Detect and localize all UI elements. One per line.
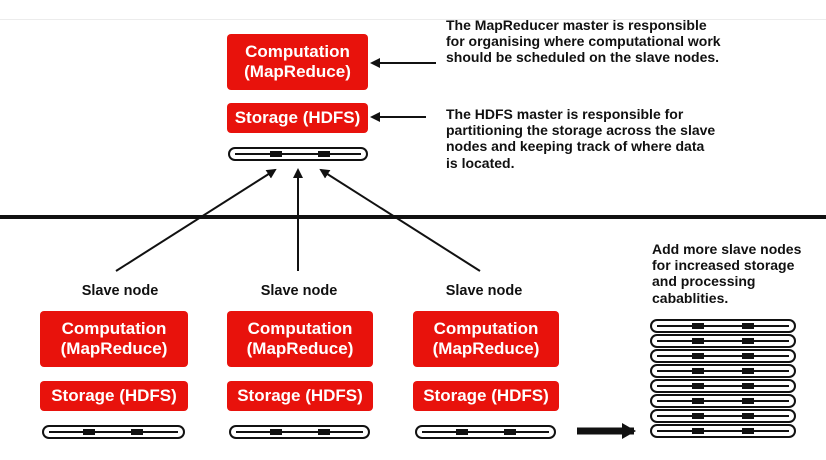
slave-2-computation-box: Computation (MapReduce) (227, 311, 373, 367)
slave-2-server-rack-icon (229, 425, 370, 439)
stacked-rack (650, 409, 796, 423)
slave-2-storage-box: Storage (HDFS) (227, 381, 373, 411)
slave-node-label-2: Slave node (260, 283, 338, 299)
stacked-rack (650, 349, 796, 363)
slave-1-computation-box: Computation (MapReduce) (40, 311, 188, 367)
master-storage-box: Storage (HDFS) (227, 103, 368, 133)
mapreduce-master-note: The MapReducer master is responsible for… (446, 17, 721, 66)
arrow-slave-1-to-master (115, 168, 277, 272)
master-computation-line2: (MapReduce) (244, 62, 351, 81)
slave-1-storage-box: Storage (HDFS) (40, 381, 188, 411)
slave-1-server-rack-icon (42, 425, 185, 439)
top-border (0, 19, 826, 20)
slave-node-label-1: Slave node (81, 283, 159, 299)
stacked-server-racks-icon (650, 319, 796, 443)
stacked-rack (650, 394, 796, 408)
stacked-rack (650, 379, 796, 393)
stacked-rack (650, 424, 796, 438)
arrow-slave-3-to-master (319, 168, 481, 272)
master-storage-label: Storage (HDFS) (234, 108, 361, 127)
slave-3-server-rack-icon (415, 425, 556, 439)
scale-out-note: Add more slave nodes for increased stora… (652, 241, 802, 306)
stacked-rack (650, 334, 796, 348)
master-computation-line1: Computation (245, 42, 350, 61)
stacked-rack (650, 364, 796, 378)
master-slave-divider (0, 215, 826, 219)
slave-3-computation-box: Computation (MapReduce) (413, 311, 559, 367)
hdfs-master-note: The HDFS master is responsible for parti… (446, 106, 716, 171)
slave-3-storage-box: Storage (HDFS) (413, 381, 559, 411)
slave-node-label-3: Slave node (445, 283, 523, 299)
master-server-rack-icon (228, 147, 368, 161)
stacked-rack (650, 319, 796, 333)
master-computation-box: Computation (MapReduce) (227, 34, 368, 90)
